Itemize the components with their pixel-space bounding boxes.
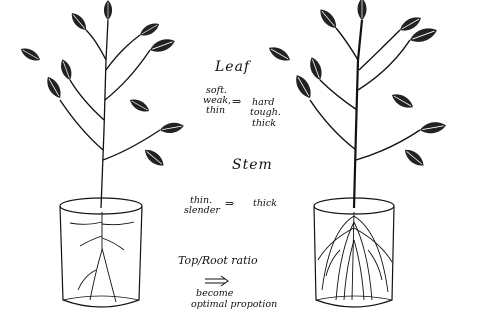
stem-implies-arrow: ⇒: [225, 198, 234, 210]
right-stem: [310, 20, 420, 208]
stem-thick-label: thick: [253, 199, 277, 209]
left-roots: [70, 212, 134, 302]
top-root-ratio-label: Top/Root ratio: [178, 255, 258, 267]
stem-slender-label: slender: [184, 206, 220, 216]
become-label: become: [196, 289, 233, 299]
leaf-tough-label: tough.: [250, 108, 281, 118]
become-arrow: [205, 276, 228, 286]
right-roots: [318, 212, 392, 300]
stem-heading: Stem: [232, 158, 273, 173]
optimal-proportion-label: optimal propotion: [191, 300, 277, 310]
leaf-heading: Leaf: [215, 60, 250, 75]
left-stem: [60, 20, 160, 208]
leaf-thick-label: thick: [252, 119, 276, 129]
leaf-thin-label: thin: [206, 106, 225, 116]
left-leaves: [19, 0, 185, 169]
leaf-implies-arrow: ⇒: [232, 96, 241, 108]
